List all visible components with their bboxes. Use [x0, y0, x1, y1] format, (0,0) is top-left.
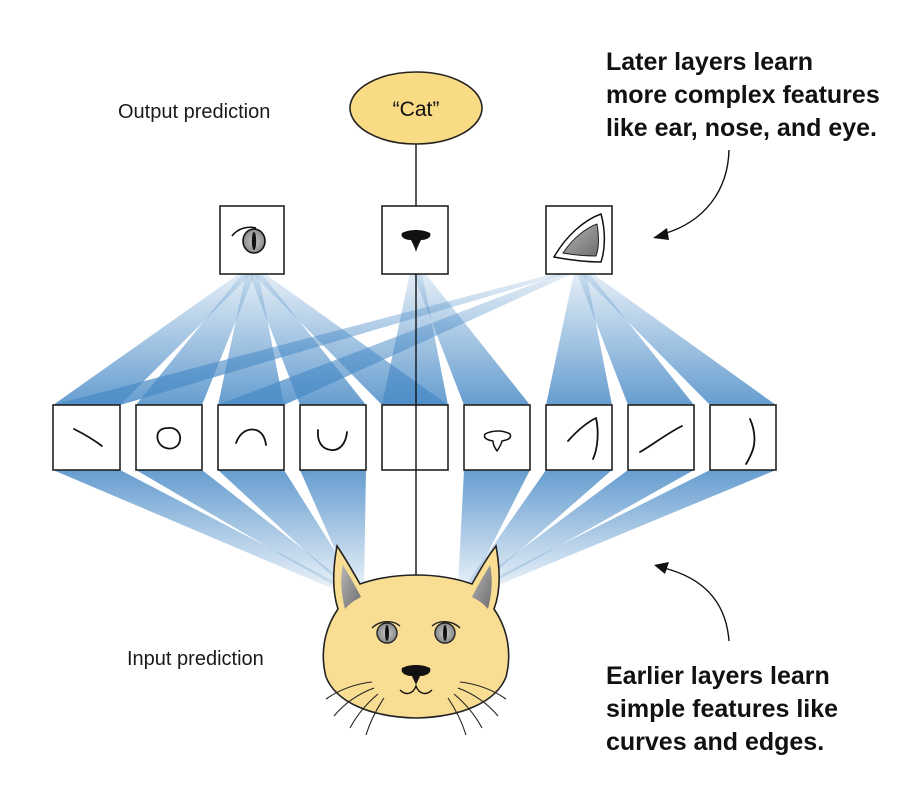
cat-input-image [322, 543, 510, 736]
eye-icon [231, 226, 266, 254]
later-layers-line-1: Later layers learn [606, 48, 813, 76]
cat-nose [401, 665, 431, 685]
earlier-layers-line-2: simple features like [606, 695, 838, 723]
input-prediction-label: Input prediction [127, 648, 264, 670]
cat-whiskers [325, 681, 507, 736]
beam-cat-to-feature-4 [300, 470, 366, 588]
circle-icon [156, 427, 181, 450]
feature-box-3 [217, 404, 285, 471]
beam-eye-to-feature-2 [136, 268, 257, 405]
beam-cat-to-feature-9 [479, 470, 776, 588]
cup-icon [317, 429, 348, 451]
beam-cat-to-feature-6 [458, 470, 530, 588]
connection-beams-upper [53, 268, 776, 405]
earlier-layers-line-1: Earlier layers learn [606, 662, 830, 690]
feature-box-7 [545, 404, 613, 471]
output-prediction-label: Output prediction [118, 101, 270, 123]
long-diagonal-icon [639, 425, 683, 453]
feature-box-9 [709, 404, 777, 471]
connection-beams-lower [53, 470, 776, 588]
feature-box-5 [381, 404, 449, 471]
earlier-layers-arrow [663, 567, 730, 642]
feature-box-4 [299, 404, 367, 471]
feature-box-8 [627, 404, 695, 471]
later-layers-arrow [662, 149, 730, 235]
beam-cat-to-feature-3 [218, 470, 357, 588]
beam-ear-to-feature-1 [53, 268, 585, 405]
diagonal-stroke-icon [73, 428, 103, 447]
feature-box-ear [545, 205, 613, 275]
beam-ear-to-feature-3 [218, 268, 585, 405]
vertical-curve-icon [745, 418, 756, 465]
prediction-text: “Cat” [393, 98, 440, 121]
beam-cat-to-feature-8 [472, 470, 694, 588]
cat-mouth [399, 684, 433, 695]
later-layers-line-2: more complex features [606, 81, 880, 109]
beam-cat-to-feature-1 [53, 470, 343, 588]
feature-box-nose [381, 205, 449, 275]
beam-ear-to-feature-9 [575, 268, 776, 405]
beam-nose-to-feature-6 [411, 268, 530, 405]
later-layers-line-3: like ear, nose, and eye. [606, 114, 877, 142]
feature-box-2 [135, 404, 203, 471]
ear-outline-icon [567, 417, 599, 460]
later-layers-annotation: Later layers learn more complex features… [606, 48, 880, 240]
earlier-layers-annotation: Earlier layers learn simple features lik… [606, 562, 838, 756]
feature-box-1 [52, 404, 121, 471]
cat-head [322, 543, 510, 719]
beam-cat-to-feature-2 [136, 470, 350, 588]
earlier-layers-line-3: curves and edges. [606, 728, 824, 756]
beam-ear-to-feature-8 [575, 268, 694, 405]
ear-icon [552, 213, 606, 263]
cat-left-ear-inner [341, 565, 361, 609]
feature-box-eye [219, 205, 285, 275]
nose-outline-icon [483, 430, 512, 452]
cat-right-ear-inner [472, 565, 492, 609]
cat-left-eye [371, 621, 401, 644]
beam-eye-to-feature-1 [53, 268, 257, 405]
nose-icon [401, 230, 431, 252]
later-layers-arrowhead [653, 228, 669, 240]
arch-icon [235, 428, 267, 446]
earlier-layers-arrowhead [654, 562, 669, 574]
feature-box-6 [463, 404, 531, 471]
cat-right-eye [431, 621, 461, 644]
beam-cat-to-feature-7 [465, 470, 612, 588]
beam-ear-to-feature-7 [546, 268, 612, 405]
prediction-ellipse [349, 71, 483, 145]
